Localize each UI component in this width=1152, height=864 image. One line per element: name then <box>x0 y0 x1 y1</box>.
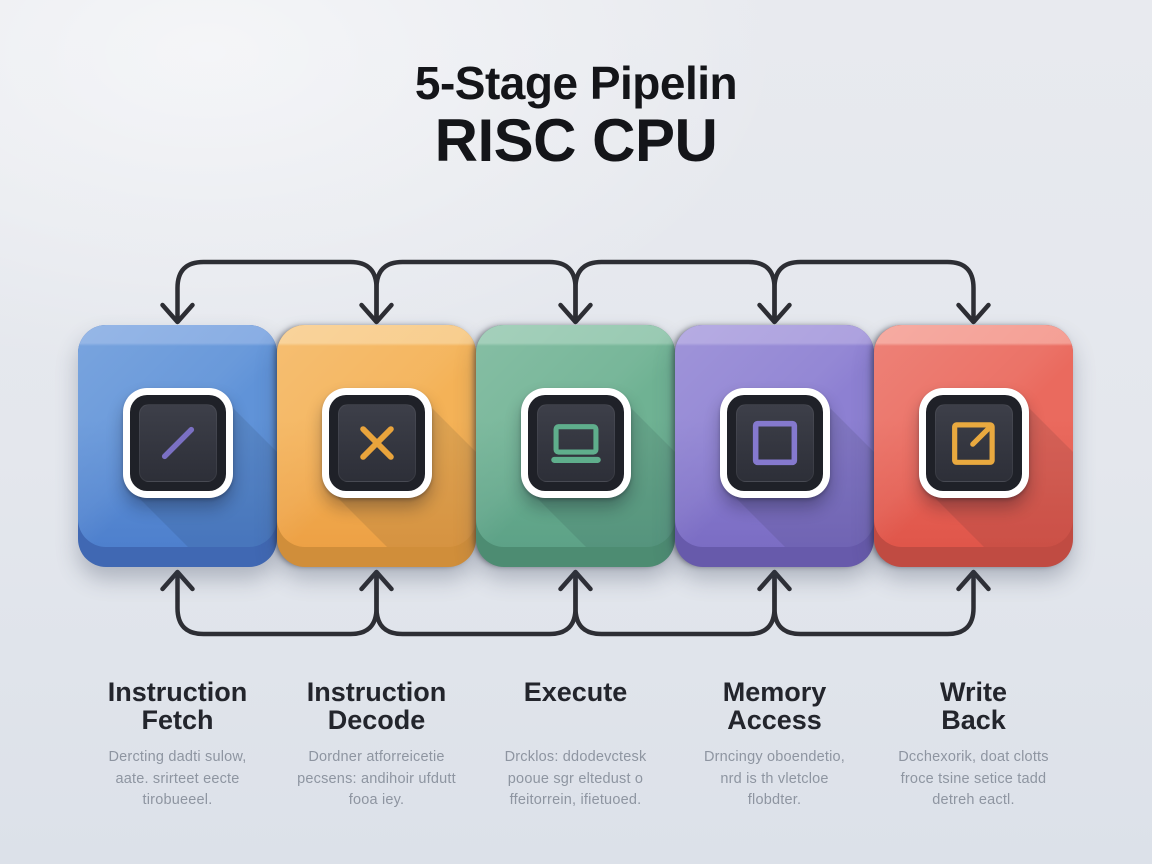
icon-tile-inner <box>935 404 1013 482</box>
stage-icon-tile <box>919 388 1029 498</box>
stage-block-face <box>277 325 476 547</box>
icon-tile-frame <box>130 395 226 491</box>
icon-tile-frame <box>528 395 624 491</box>
icon-tile-frame <box>329 395 425 491</box>
stage-block-face <box>476 325 675 547</box>
display-icon <box>547 414 605 472</box>
icon-tile-inner <box>338 404 416 482</box>
diagram-title: 5-Stage Pipelin RISC CPU <box>0 58 1152 172</box>
stage-block <box>675 325 874 567</box>
external-link-icon <box>945 414 1003 472</box>
stage-description: Dercting dadti sulow,aate. srirteet eect… <box>108 749 247 808</box>
stage-block <box>277 325 476 567</box>
stage-block <box>874 325 1073 567</box>
top-connector-arrows <box>160 259 991 637</box>
stage-block <box>476 325 675 567</box>
stage-block-face <box>78 325 277 547</box>
icon-tile-inner <box>139 404 217 482</box>
stage-icon-tile <box>322 388 432 498</box>
stage-icon-tile <box>720 388 830 498</box>
icon-tile-frame <box>727 395 823 491</box>
slash-icon <box>149 414 207 472</box>
icon-tile-frame <box>926 395 1022 491</box>
stage-block-face <box>675 325 874 547</box>
stage-icon-tile <box>521 388 631 498</box>
title-subtitle: 5-Stage Pipelin <box>414 57 738 109</box>
x-icon <box>348 414 406 472</box>
icon-tile-inner <box>736 404 814 482</box>
stage-block-face <box>874 325 1073 547</box>
stage-block <box>78 325 277 567</box>
square-icon <box>746 414 804 472</box>
stage-icon-tile <box>123 388 233 498</box>
icon-tile-inner <box>537 404 615 482</box>
title-main: RISC CPU <box>434 106 718 174</box>
stage-name: Execute <box>523 677 628 707</box>
